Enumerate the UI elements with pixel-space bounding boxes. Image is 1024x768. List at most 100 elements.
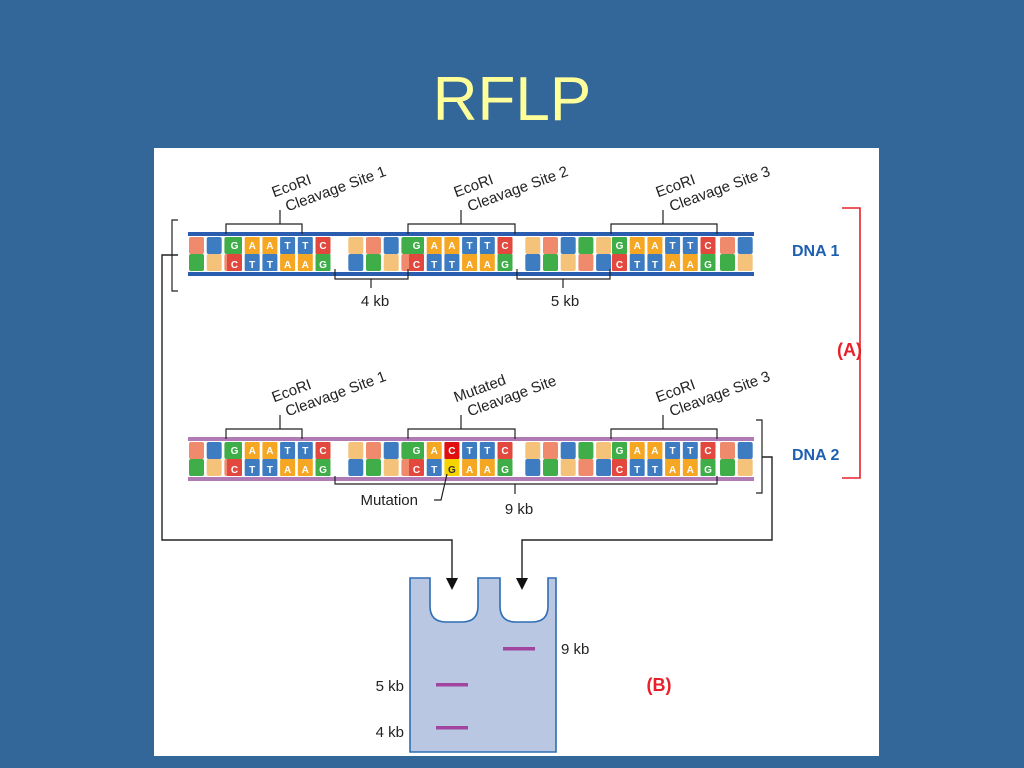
base-pair-top: [366, 442, 381, 459]
site-base-bottom: [700, 254, 716, 271]
site-base-bottom: [682, 254, 698, 271]
site-base-top: [497, 237, 513, 254]
site-base-letter: G: [231, 241, 239, 252]
site-base-letter: C: [704, 446, 711, 457]
dna2-fragment-bracket: [334, 476, 718, 485]
site-base-bottom: [409, 459, 424, 476]
dna1-site2-label: EcoRI Cleavage Site 2: [452, 163, 571, 215]
site-base-letter: A: [669, 465, 676, 476]
site-base-bottom: [297, 459, 313, 476]
base-pair-bottom: [525, 459, 541, 476]
site-base-letter: G: [501, 465, 509, 476]
site-base-letter: T: [249, 465, 255, 476]
site-base-letter: T: [687, 241, 693, 252]
site-base-bottom: [682, 459, 698, 476]
dna2-fragment-label: 9 kb: [505, 501, 533, 518]
site-base-letter: C: [319, 446, 326, 457]
site-base-letter: A: [687, 465, 694, 476]
site-base-letter: A: [284, 465, 291, 476]
site-base-letter: T: [484, 446, 490, 457]
site-base-letter: T: [267, 260, 273, 271]
base-pair-bottom: [578, 254, 594, 271]
strand-backbone-bottom: [188, 477, 754, 481]
site-base-top: [315, 237, 331, 254]
lane1-band-4kb: [436, 726, 468, 730]
site-base-top: [700, 237, 716, 254]
dna2-site3-label: EcoRI Cleavage Site 3: [654, 368, 773, 420]
site-base-bottom: [409, 254, 424, 271]
strand-backbone-top: [188, 437, 754, 441]
site-base-bottom: [629, 459, 645, 476]
band-label-4kb: 4 kb: [376, 724, 404, 741]
site-base-letter: T: [634, 465, 640, 476]
site-base-top: [665, 237, 681, 254]
site-base-letter: T: [431, 465, 437, 476]
site-base-top: [612, 442, 627, 459]
site-base-letter: G: [319, 465, 327, 476]
site-base-bottom: [612, 254, 627, 271]
bracket-a-label: (A): [837, 340, 862, 360]
site-base-letter: G: [704, 465, 712, 476]
site-base-bottom: [444, 254, 460, 271]
base-pair-top: [560, 442, 576, 459]
site-base-top: [426, 442, 442, 459]
mutated-base-bottom: [444, 459, 460, 476]
site-base-letter: T: [267, 465, 273, 476]
site-base-bottom: [462, 254, 478, 271]
site-base-top: [682, 237, 698, 254]
base-pair-top: [206, 237, 222, 254]
site-base-bottom: [426, 254, 442, 271]
gel-body: [409, 577, 557, 753]
site-base-letter: A: [687, 260, 694, 271]
dna2-site1-bracket: [225, 428, 303, 439]
site-base-letter: A: [249, 241, 256, 252]
base-pair-bottom: [596, 459, 612, 476]
dna2-to-lane2-line: [521, 456, 773, 580]
site-base-letter: A: [669, 260, 676, 271]
site-base-bottom: [227, 254, 242, 271]
site-base-bottom: [262, 459, 278, 476]
base-pair-top: [543, 442, 558, 459]
bracket-a: (A): [837, 207, 862, 479]
site-base-top: [262, 442, 278, 459]
strand-backbone-bottom: [188, 272, 754, 276]
site-base-letter: A: [249, 446, 256, 457]
site-base-top: [315, 442, 331, 459]
base-pair-bottom: [348, 459, 364, 476]
site-base-letter: G: [448, 465, 456, 476]
site-base-letter: C: [616, 465, 623, 476]
site-base-letter: T: [467, 446, 473, 457]
base-pair-bottom: [720, 254, 735, 271]
site-base-letter: T: [449, 260, 455, 271]
site-base-bottom: [315, 254, 331, 271]
dna2-site3-bracket: [610, 428, 718, 439]
site-base-letter: A: [266, 241, 273, 252]
site-base-bottom: [244, 254, 260, 271]
base-pair-top: [525, 442, 541, 459]
site-base-top: [647, 442, 663, 459]
site-base-top: [462, 442, 478, 459]
site-base-letter: C: [448, 446, 455, 457]
site-base-letter: C: [231, 465, 238, 476]
site-base-letter: T: [249, 260, 255, 271]
site-base-top: [444, 237, 460, 254]
site-base-letter: C: [413, 260, 420, 271]
site-base-letter: G: [616, 446, 624, 457]
site-base-bottom: [647, 459, 663, 476]
base-pair-top: [383, 442, 399, 459]
site-base-top: [262, 237, 278, 254]
site-base-bottom: [629, 254, 645, 271]
site-base-letter: A: [634, 446, 641, 457]
base-pair-bottom: [560, 459, 576, 476]
site-base-letter: A: [284, 260, 291, 271]
mutation-pointer: [434, 473, 448, 501]
site-base-letter: T: [285, 241, 291, 252]
dna1-label: DNA 1: [792, 243, 840, 260]
dna1-site1-bracket: [225, 223, 303, 234]
site-base-letter: T: [302, 446, 308, 457]
dna1-fragment2-label: 5 kb: [551, 293, 579, 310]
site-base-top: [426, 237, 442, 254]
site-base-bottom: [647, 254, 663, 271]
mutation-label: Mutation: [360, 492, 418, 509]
